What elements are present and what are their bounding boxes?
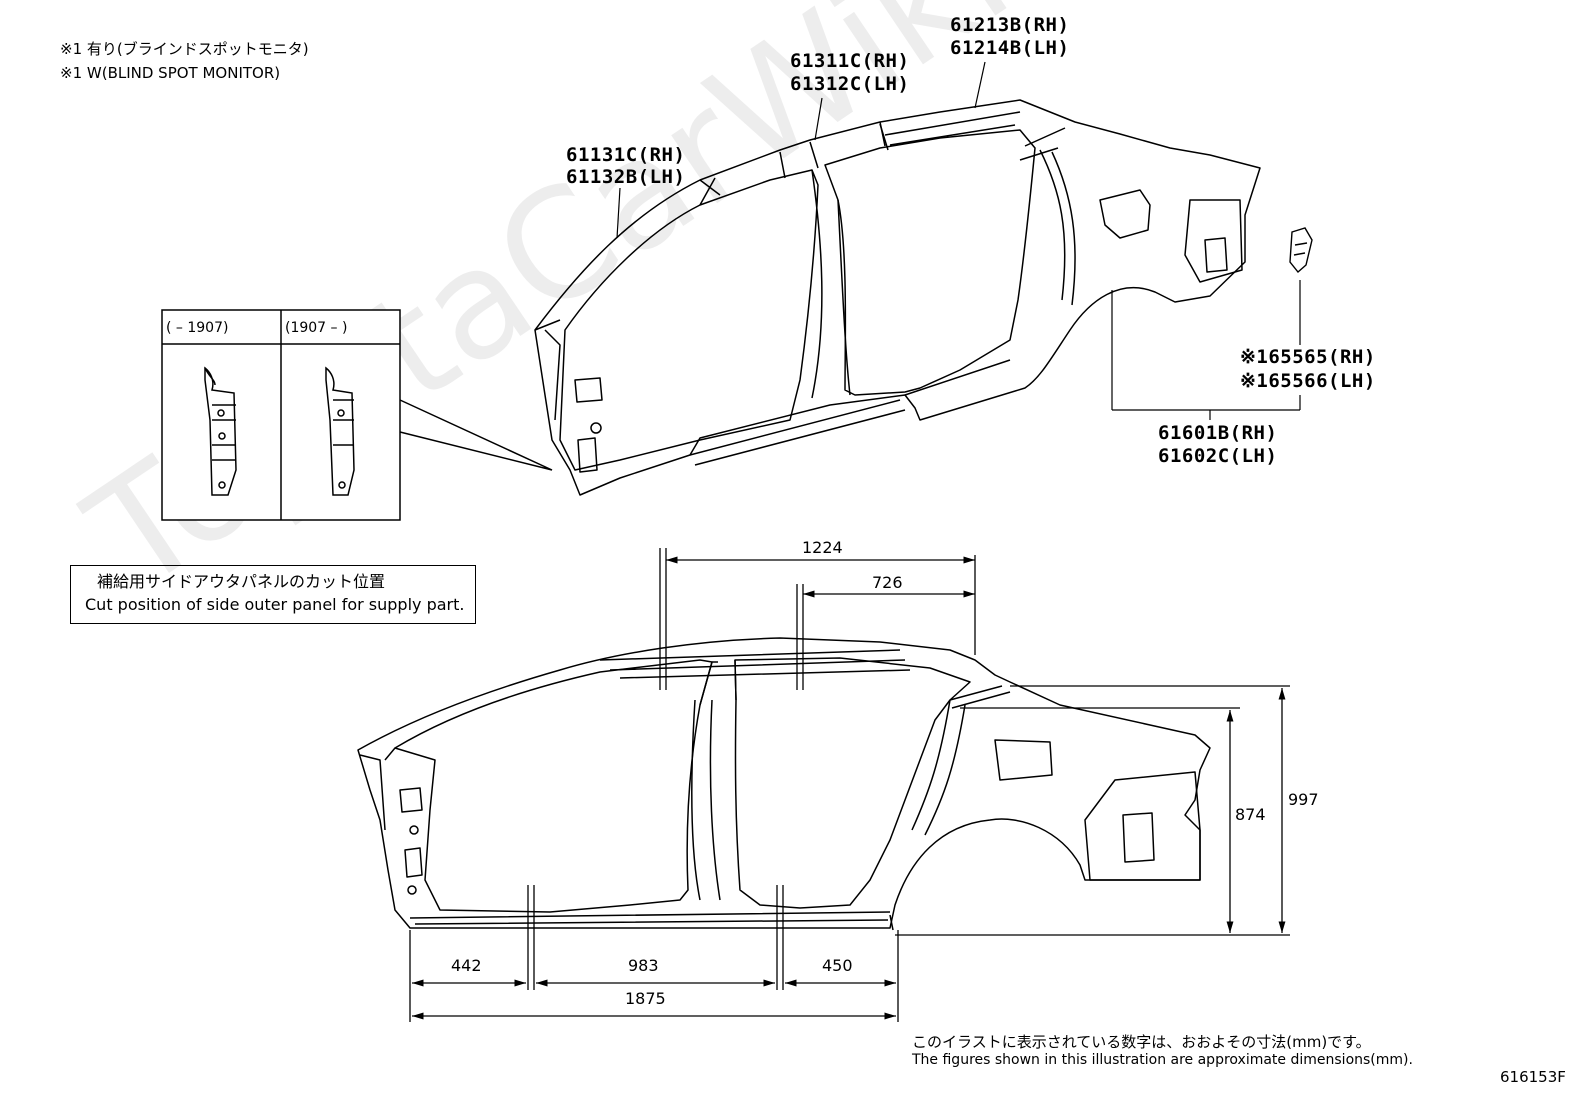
dimension-983: 983 [628, 956, 659, 975]
dimension-874: 874 [1235, 805, 1266, 824]
cut-position-en: Cut position of side outer panel for sup… [85, 595, 465, 614]
inset-label-before-1907: ( – 1907) [166, 320, 229, 336]
dimension-726: 726 [872, 573, 903, 592]
part-number-center-pillar-lh: 61312C(LH) [790, 73, 910, 95]
footer-note-jp: このイラストに表示されている数字は、おおよその寸法(mm)です。 [912, 1033, 1371, 1051]
part-number-center-pillar-rh: 61311C(RH) [790, 50, 910, 72]
illustration-code: 616153F [1500, 1068, 1566, 1086]
dimension-1875: 1875 [625, 989, 666, 1008]
note-en: ※1 W(BLIND SPOT MONITOR) [60, 64, 281, 82]
footer-note-en: The figures shown in this illustration a… [912, 1052, 1413, 1068]
leader-lines [616, 61, 1301, 420]
part-number-quarter-lh: 61602C(LH) [1158, 445, 1278, 467]
cut-position-jp: 補給用サイドアウタパネルのカット位置 [97, 572, 386, 591]
part-number-front-pillar-rh: 61131C(RH) [566, 144, 686, 166]
part-number-front-pillar-lh: 61132B(LH) [566, 166, 686, 188]
bracket-part-drawing [1289, 227, 1313, 274]
cut-position-box: 補給用サイドアウタパネルのカット位置 Cut position of side … [70, 565, 476, 624]
upper-side-panel-drawing [534, 99, 1261, 496]
part-number-bracket-rh: ※165565(RH) [1240, 346, 1376, 368]
part-number-bracket-lh: ※165566(LH) [1240, 370, 1376, 392]
dimension-997: 997 [1288, 790, 1319, 809]
note-jp: ※1 有り(ブラインドスポットモニタ) [60, 40, 309, 58]
inset-label-after-1907: (1907 – ) [285, 320, 348, 336]
dimension-lines [409, 548, 1290, 1022]
part-number-roof-rh: 61213B(RH) [950, 14, 1070, 36]
part-number-roof-lh: 61214B(LH) [950, 37, 1070, 59]
inset-detail [161, 309, 553, 521]
lower-side-panel-drawing [357, 637, 1211, 931]
dimension-450: 450 [822, 956, 853, 975]
dimension-442: 442 [451, 956, 482, 975]
dimension-1224: 1224 [802, 538, 843, 557]
part-number-quarter-rh: 61601B(RH) [1158, 422, 1278, 444]
